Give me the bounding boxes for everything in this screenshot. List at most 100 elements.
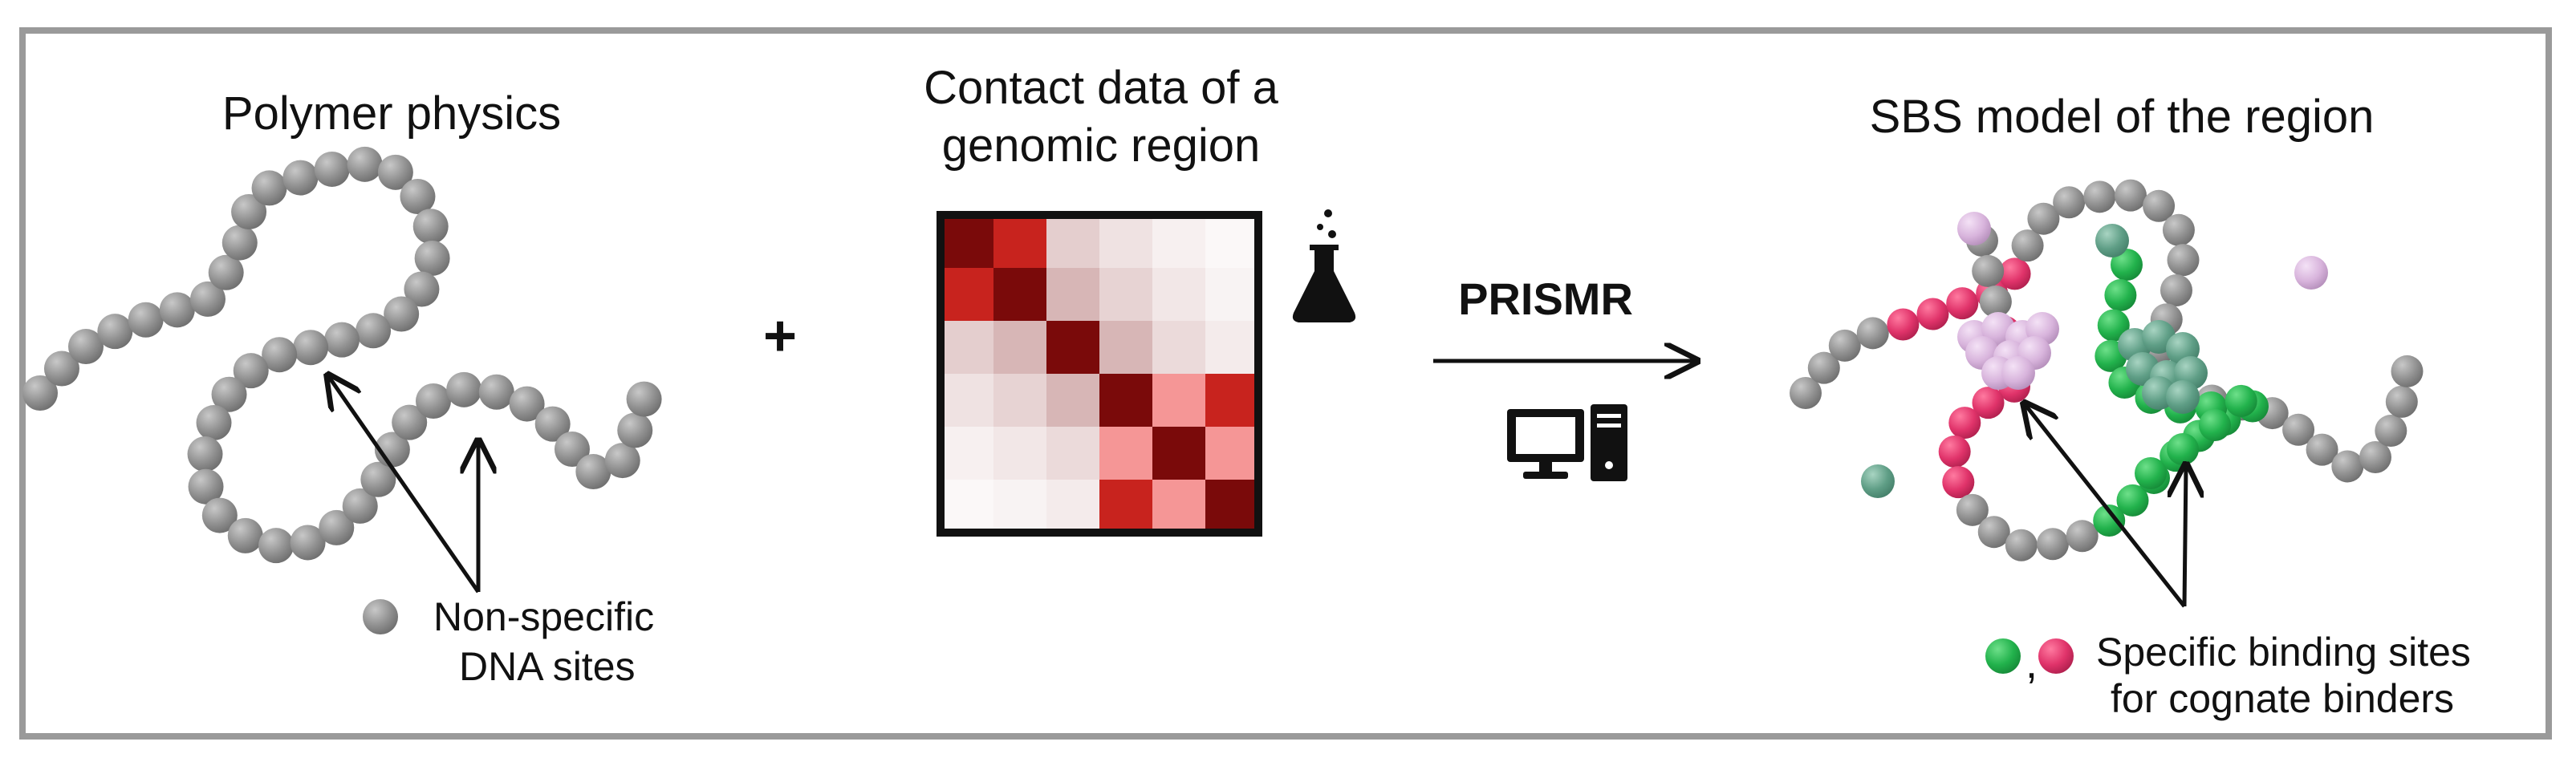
polymer-bead [2114,179,2147,212]
polymer-bead [1856,317,1889,350]
contact-data-title-line1: Contact data of a [924,62,1278,114]
specific-sites-legend-line1: Specific binding sites [2096,630,2471,675]
matrix-cell [941,374,994,428]
polymer-bead [1979,286,2012,318]
binder-pink [1957,212,1991,245]
matrix-cell [1099,374,1153,428]
polymer-bead [2391,355,2424,387]
matrix-cell [1099,427,1153,480]
polymer-bead [2359,441,2391,473]
polymer-bead [314,151,350,187]
contact-matrix [941,215,1259,533]
polymer-bead [404,271,440,307]
polymer-bead [2011,229,2044,262]
matrix-cell [1205,427,1259,480]
legend-grey-bead [363,599,398,634]
computer-icon [1507,404,1627,481]
polymer-bead [189,281,226,317]
polymer-bead [360,461,396,497]
matrix-cell [1205,321,1259,375]
polymer-bead [2162,213,2195,246]
polymer-bead [2375,415,2407,448]
polymer-bead [1807,351,1840,384]
specific-site-red [1916,298,1949,330]
polymer-bead [400,178,436,214]
polymer-bead [208,254,244,290]
matrix-cell [1099,321,1153,375]
matrix-cell [1046,321,1100,375]
polymer-bead [2331,450,2364,483]
polymer-bead [282,160,319,196]
nonspecific-legend-line1: Non-specific [433,594,655,639]
matrix-cell [993,321,1047,375]
flask-icon [1292,209,1356,322]
matrix-cell [941,427,994,480]
matrix-cell [1205,374,1259,428]
arrow-to-green-sites [2184,467,2186,607]
polymer-bead [604,443,640,479]
polymer-bead [290,525,326,561]
specific-site-red [1998,257,2031,290]
matrix-cell [1205,268,1259,322]
matrix-cell [993,480,1047,533]
matrix-cell [993,268,1047,322]
polymer-bead [478,374,514,410]
matrix-cell [993,427,1047,480]
polymer-bead [128,302,164,338]
polymer-bead [534,406,571,442]
polymer-bead [392,404,428,440]
matrix-cell [1152,215,1206,269]
pointer-arrows-left [329,377,478,594]
polymer-bead [1828,329,1861,362]
polymer-bead [2160,274,2192,306]
matrix-cell [941,268,994,322]
sbs-model-title: SBS model of the region [1869,91,2375,143]
matrix-cell [1205,480,1259,533]
polymer-bead [377,154,413,190]
specific-site-red [1948,407,1981,440]
polymer-bead [22,375,58,411]
polymer-bead [2005,529,2038,561]
polymer-bead [384,296,420,332]
polymer-bead [43,351,79,387]
polymer-bead [231,194,267,230]
plus-sign: + [762,304,798,368]
matrix-cell [1099,215,1153,269]
polymer-bead [187,436,223,472]
polymer-bead [626,381,662,417]
legend-green-bead [1985,638,2021,674]
polymer-bead [2053,186,2086,219]
matrix-cell [1046,427,1100,480]
matrix-cell [1046,215,1100,269]
binder-teal [1861,464,1895,498]
polymer-bead [201,497,238,533]
matrix-cell [941,321,994,375]
polymer-bead [2306,433,2338,466]
binder-teal [2095,224,2129,257]
specific-site-green [2104,279,2137,312]
matrix-cell [941,480,994,533]
polymer-bead [575,454,611,490]
polymer-bead [2282,413,2315,446]
matrix-cell [941,215,994,269]
matrix-cell [1099,480,1153,533]
binder-teal [2166,380,2200,414]
binder-particles [1861,212,2328,498]
specific-site-red [1972,387,2005,419]
matrix-cell [1152,427,1206,480]
polymer-bead [2167,244,2200,277]
polymer-bead [221,225,258,261]
polymer-bead [1972,254,2005,287]
polymer-bead [227,517,263,553]
polymer-bead [211,376,247,412]
matrix-cell [1046,480,1100,533]
matrix-cell [1152,480,1206,533]
polymer-bead [196,405,232,441]
nonspecific-legend-line2: DNA sites [459,644,636,689]
polymer-bead [554,432,590,468]
specific-site-red [1942,466,1975,499]
specific-site-green [2167,433,2199,465]
binder-pink [2001,356,2035,390]
specific-site-red [1887,308,1920,341]
